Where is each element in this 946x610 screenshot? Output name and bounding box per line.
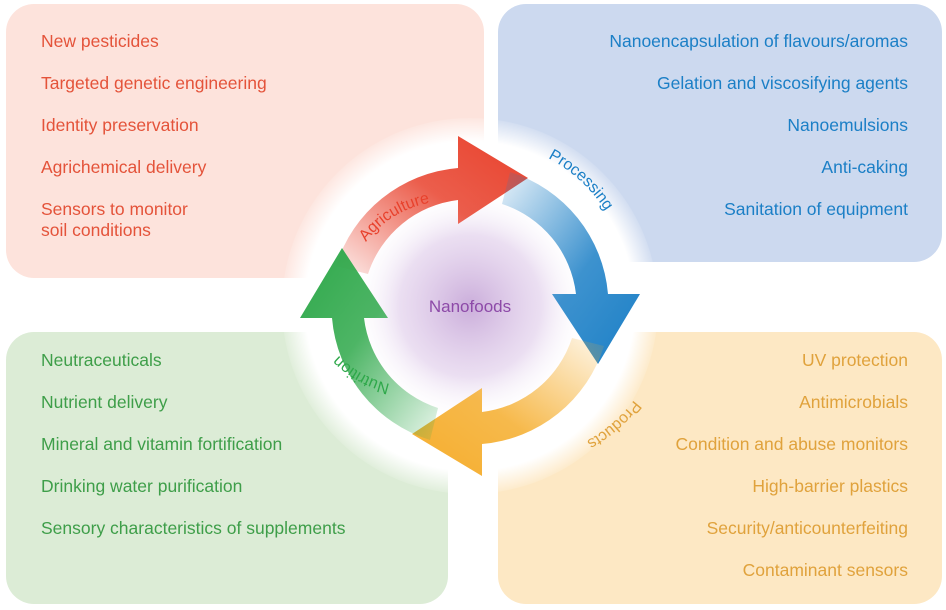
processing-list: Nanoencapsulation of flavours/aromas Gel… <box>609 31 908 241</box>
agriculture-list: New pesticides Targeted genetic engineer… <box>41 31 267 262</box>
processing-arrow <box>502 172 640 364</box>
nutrition-item: Nutrient delivery <box>41 392 168 412</box>
agriculture-arrow <box>336 136 528 274</box>
products-list: UV protection Antimicrobials Condition a… <box>675 350 908 602</box>
center-glow <box>352 188 588 424</box>
agriculture-item: Identity preservation <box>41 115 199 135</box>
processing-item: Nanoencapsulation of flavours/aromas <box>609 31 908 51</box>
agriculture-item: Agrichemical delivery <box>41 157 207 177</box>
agriculture-item: New pesticides <box>41 31 159 51</box>
products-item: Security/anticounterfeiting <box>706 518 908 538</box>
agriculture-item: Sensors to monitor soil conditions <box>41 199 188 240</box>
processing-item: Anti-caking <box>821 157 908 177</box>
products-label: Products <box>584 398 644 453</box>
products-item: UV protection <box>801 350 908 370</box>
products-item: Condition and abuse monitors <box>675 434 908 454</box>
center-label: Nanofoods <box>429 297 511 316</box>
processing-item: Nanoemulsions <box>787 115 908 135</box>
nutrition-item: Sensory characteristics of supplements <box>41 518 346 538</box>
nutrition-item: Mineral and vitamin fortification <box>41 434 283 454</box>
products-arrow <box>412 338 604 476</box>
nutrition-list: Neutraceuticals Nutrient delivery Minera… <box>41 350 345 560</box>
nutrition-item: Drinking water purification <box>41 476 243 496</box>
nanofoods-cycle-diagram: Agriculture Processing Products Nutritio… <box>300 136 644 476</box>
processing-item: Gelation and viscosifying agents <box>657 73 908 93</box>
nutrition-arrow <box>300 248 438 440</box>
agriculture-item: Targeted genetic engineering <box>41 73 267 93</box>
products-item: Contaminant sensors <box>742 560 908 580</box>
products-item: Antimicrobials <box>799 392 908 412</box>
products-item: High-barrier plastics <box>752 476 908 496</box>
processing-item: Sanitation of equipment <box>724 199 908 219</box>
nutrition-item: Neutraceuticals <box>41 350 162 370</box>
